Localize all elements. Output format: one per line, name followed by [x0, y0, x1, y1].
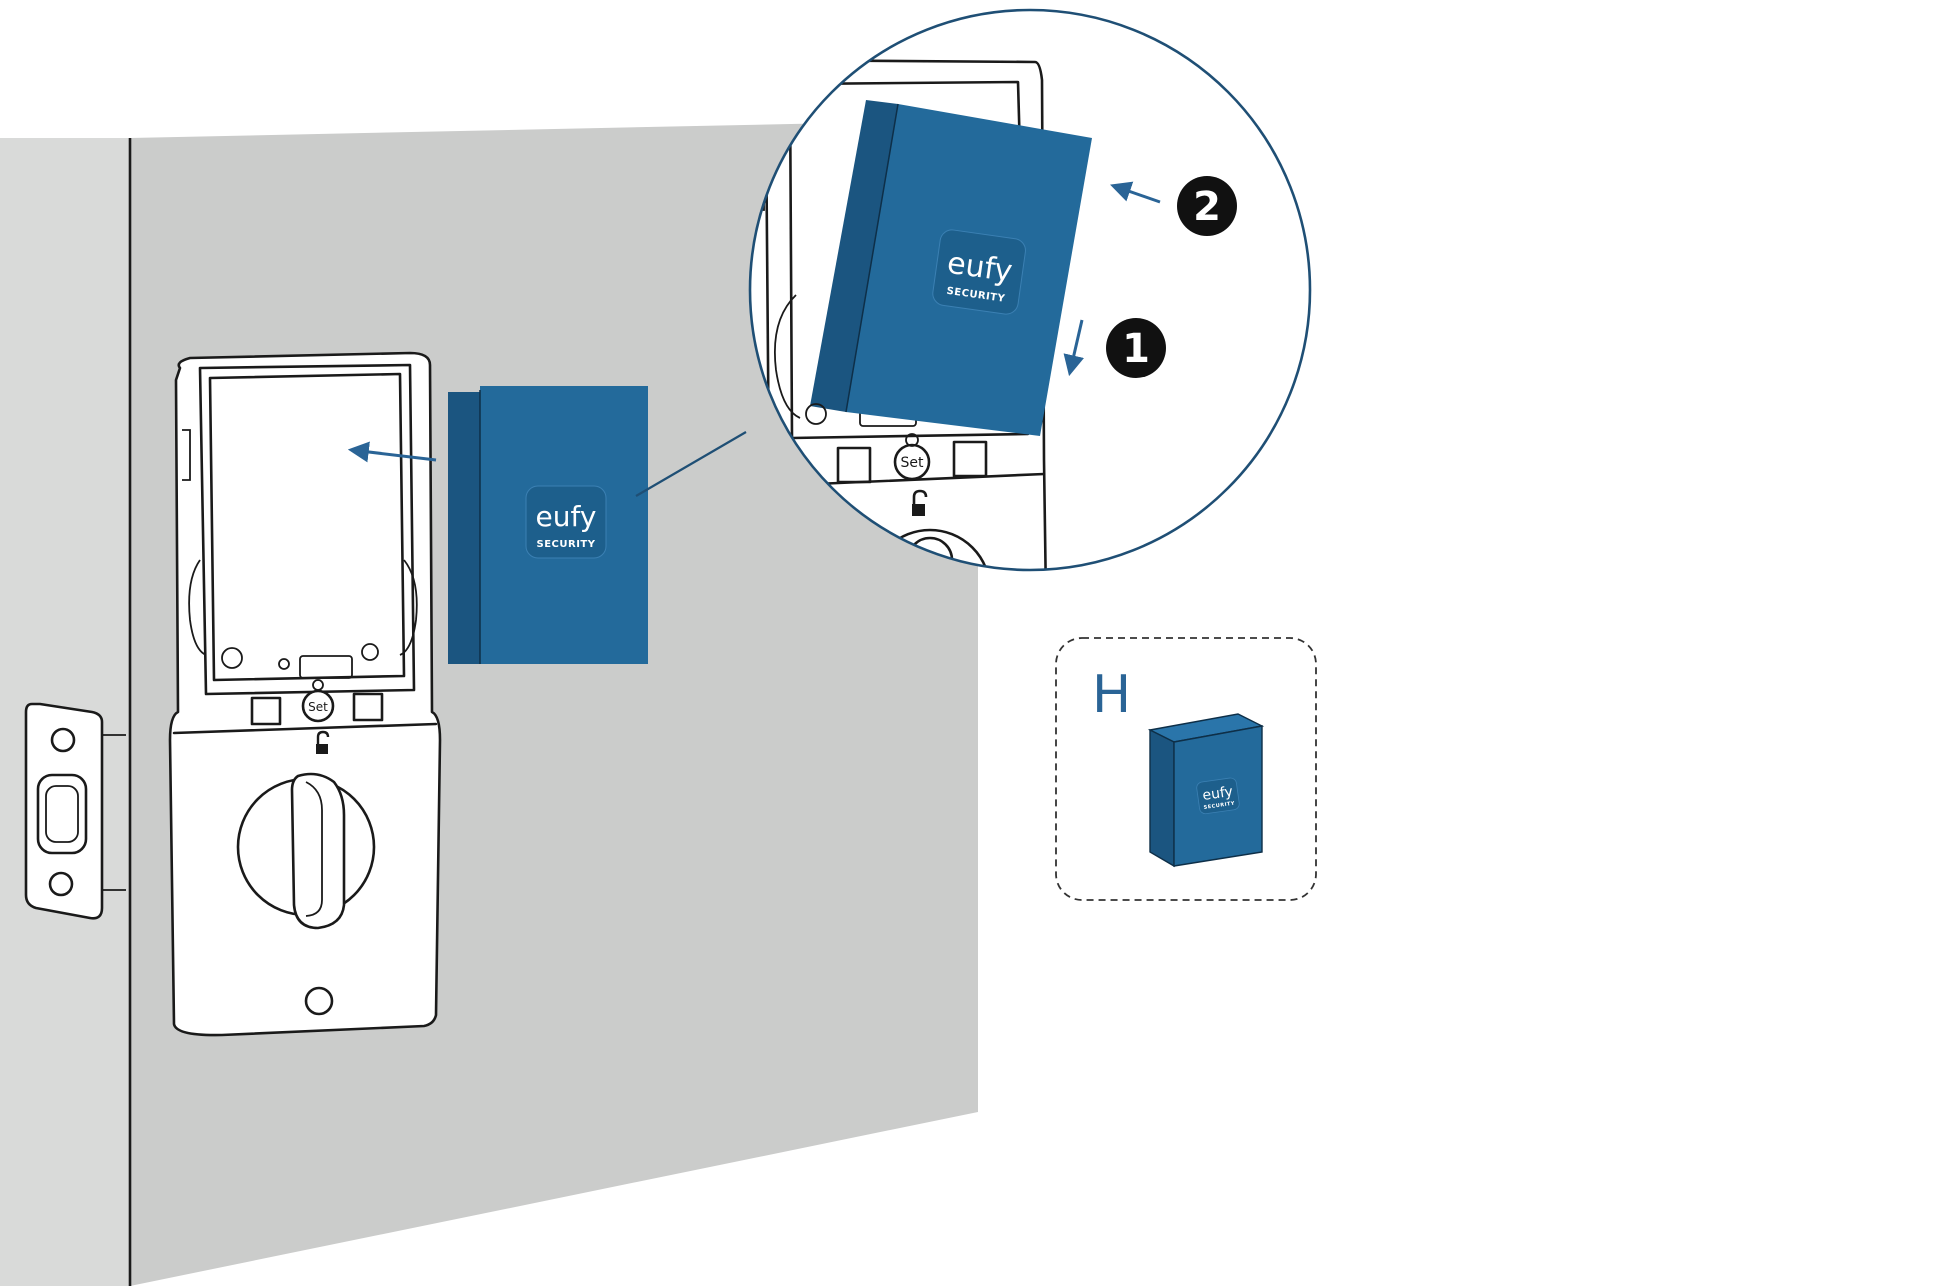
latch-screw-top — [50, 727, 76, 753]
card-brand-word: eufy — [536, 500, 597, 533]
latch-bolt — [36, 773, 88, 855]
step-1-badge: 1 — [1106, 318, 1166, 378]
box-brand-word: eufy — [1202, 784, 1234, 804]
zoom-circle-border — [748, 8, 1312, 572]
card-spine — [448, 392, 480, 664]
zoom-eufy-logo-tile — [932, 229, 1026, 315]
latch-strike-plate — [24, 702, 126, 920]
box-side — [1149, 728, 1175, 868]
card-brand-sub: SECURITY — [537, 539, 596, 550]
part-box-panel: H eufy SECURITY — [1055, 637, 1317, 901]
box-brand-sub: SECURITY — [1203, 801, 1235, 811]
step-2-badge: 2 — [1177, 176, 1237, 236]
zoom-detail: Set eufy SECURITY — [748, 8, 1312, 572]
latch-screw-bottom — [48, 871, 74, 897]
keypad-button-left — [250, 696, 282, 726]
zoom-padlock-open-icon — [912, 489, 928, 516]
zoom-card: eufy SECURITY — [805, 100, 1092, 436]
zoom-set-button-label: Set — [901, 455, 925, 471]
keypad-button-right — [352, 692, 384, 722]
bottom-screw — [304, 986, 334, 1016]
step-2-arrow — [1110, 181, 1161, 204]
set-button — [301, 689, 335, 723]
set-button-label: Set — [308, 700, 328, 714]
part-box-illustration: eufy SECURITY — [1147, 713, 1265, 868]
compartment-screw-right — [361, 643, 379, 661]
thumb-turn-handle — [290, 772, 346, 930]
padlock-open-icon — [316, 730, 330, 754]
box-eufy-logo-tile — [1196, 777, 1240, 815]
zoom-card-spine — [810, 100, 898, 412]
compartment-screw-left — [221, 647, 243, 669]
step-2-number: 2 — [1193, 184, 1221, 230]
step-1-arrow — [1063, 319, 1085, 377]
insert-arrow — [347, 441, 437, 463]
eufy-logo-tile — [525, 485, 607, 559]
step-1-number: 1 — [1122, 326, 1150, 372]
eufy-card: eufy SECURITY — [448, 386, 648, 664]
part-letter: H — [1092, 665, 1131, 725]
zoom-callout-line — [635, 431, 747, 497]
